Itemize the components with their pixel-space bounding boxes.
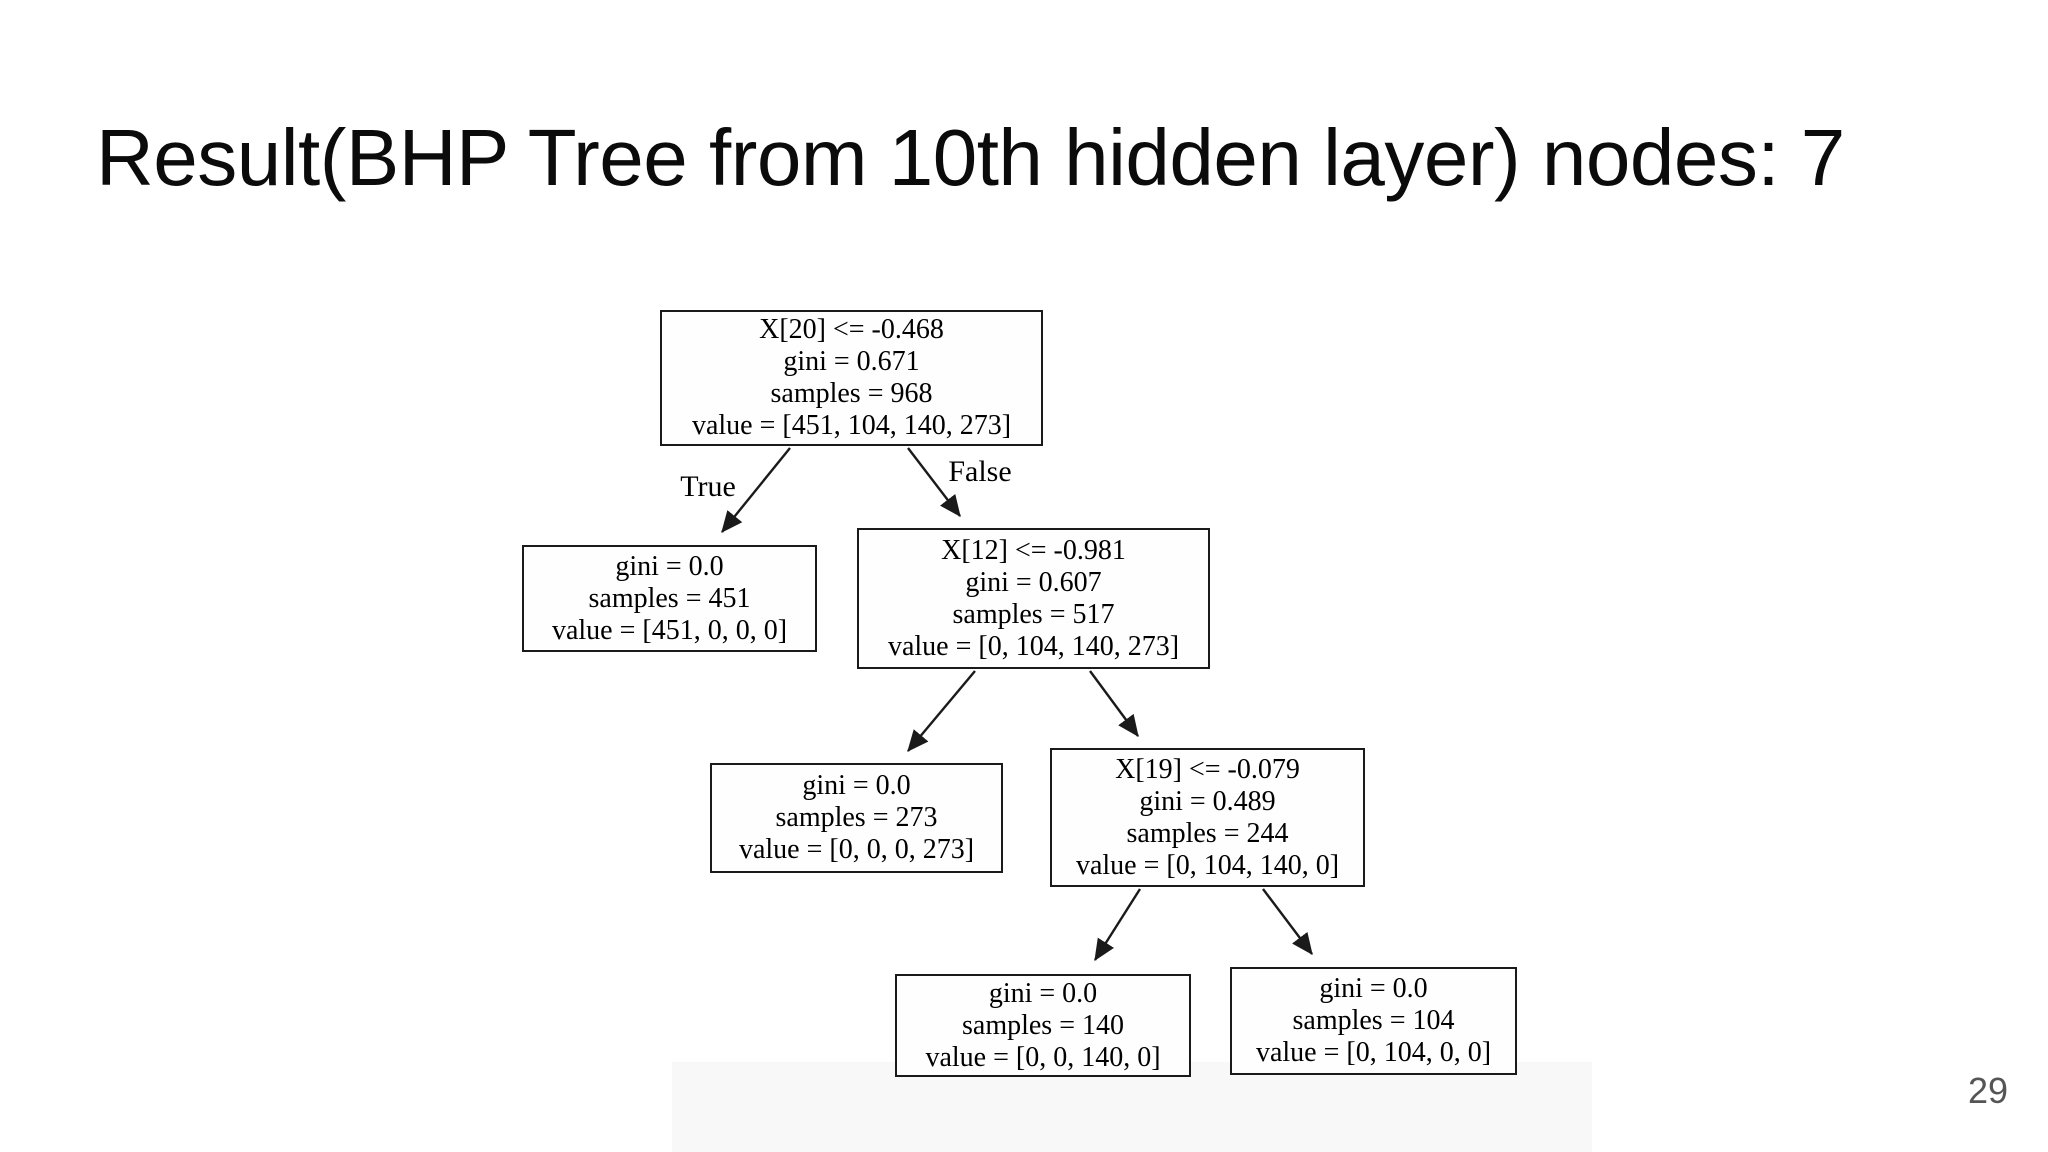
node-condition: X[12] <= -0.981 [941, 534, 1126, 566]
node-samples: samples = 517 [952, 598, 1115, 630]
page-number: 29 [1968, 1070, 2009, 1111]
node-gini: gini = 0.0 [1319, 973, 1428, 1004]
node-samples: samples = 104 [1292, 1005, 1455, 1036]
tree-node-split-x19: X[19] <= -0.079 gini = 0.489 samples = 2… [1050, 748, 1365, 887]
tree-node-leaf-451: gini = 0.0 samples = 451 value = [451, 0… [522, 545, 817, 652]
tree-node-leaf-140: gini = 0.0 samples = 140 value = [0, 0, … [895, 974, 1191, 1077]
edge-x19-to-leaf140 [1093, 888, 1142, 962]
node-value: value = [451, 104, 140, 273] [691, 410, 1012, 441]
edge-x12-to-leaf273 [907, 670, 976, 752]
node-gini: gini = 0.489 [1139, 785, 1276, 817]
node-value: value = [0, 104, 0, 0] [1255, 1037, 1492, 1068]
tree-node-leaf-104: gini = 0.0 samples = 104 value = [0, 104… [1230, 967, 1517, 1075]
edge-label-true: True [680, 470, 736, 503]
node-samples: samples = 140 [962, 1009, 1124, 1041]
node-condition: X[20] <= -0.468 [759, 314, 944, 345]
tree-node-root: X[20] <= -0.468 gini = 0.671 samples = 9… [660, 310, 1043, 446]
node-samples: samples = 244 [1126, 817, 1289, 849]
diagram-background-band [672, 1062, 1592, 1152]
node-gini: gini = 0.0 [802, 770, 911, 801]
node-value: value = [0, 104, 140, 0] [1075, 849, 1340, 881]
node-gini: gini = 0.0 [615, 550, 724, 582]
node-condition: X[19] <= -0.079 [1115, 753, 1300, 785]
edge-label-false: False [948, 455, 1012, 488]
node-gini: gini = 0.0 [988, 977, 1098, 1009]
node-value: value = [0, 0, 140, 0] [925, 1041, 1161, 1073]
edge-x19-to-leaf104 [1262, 888, 1313, 955]
node-gini: gini = 0.671 [783, 346, 920, 377]
node-gini: gini = 0.607 [965, 566, 1102, 598]
tree-node-leaf-273: gini = 0.0 samples = 273 value = [0, 0, … [710, 763, 1003, 873]
node-value: value = [0, 104, 140, 273] [887, 630, 1180, 662]
node-value: value = [0, 0, 0, 273] [738, 834, 975, 865]
node-samples: samples = 451 [588, 582, 751, 614]
node-samples: samples = 968 [770, 378, 933, 409]
tree-node-split-x12: X[12] <= -0.981 gini = 0.607 samples = 5… [857, 528, 1210, 669]
node-samples: samples = 273 [775, 802, 938, 833]
node-value: value = [451, 0, 0, 0] [551, 614, 788, 646]
slide-title: Result(BHP Tree from 10th hidden layer) … [96, 113, 1845, 202]
edge-x12-to-x19 [1089, 670, 1139, 737]
